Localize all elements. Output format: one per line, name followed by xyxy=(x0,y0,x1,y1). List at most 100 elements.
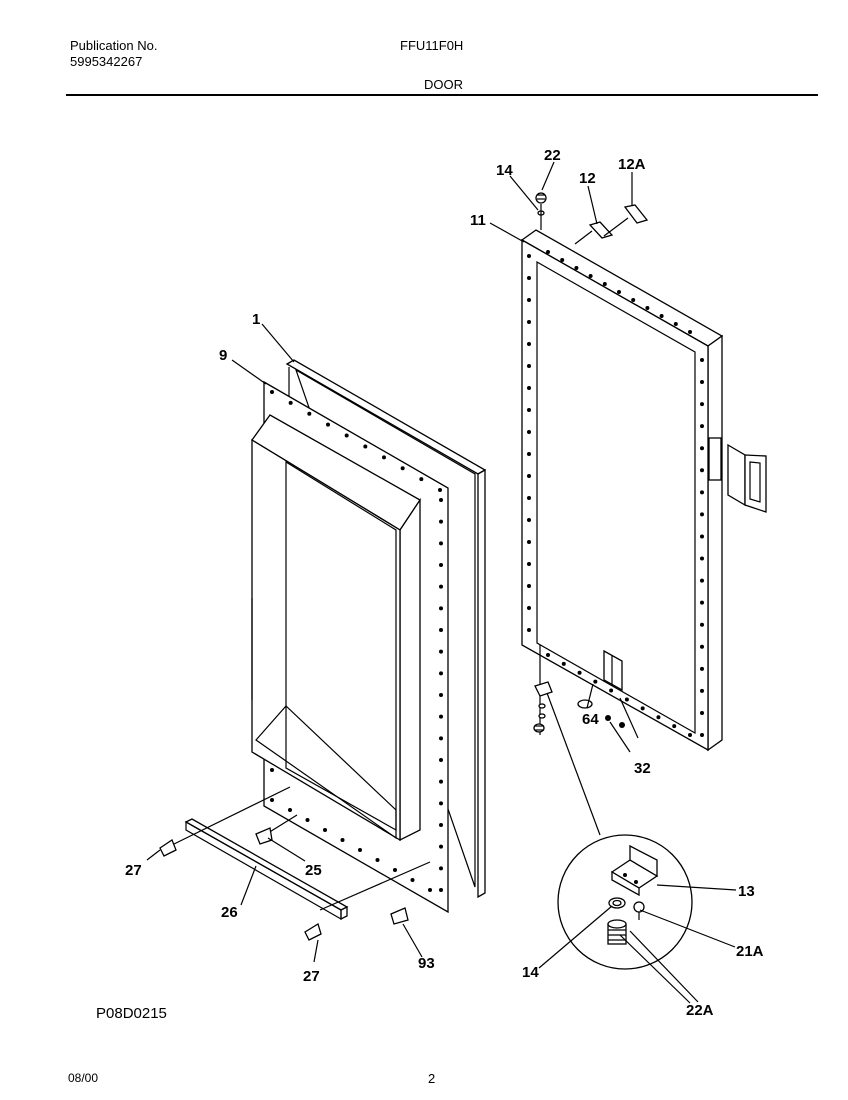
mounting-hole xyxy=(344,433,349,438)
mounting-hole xyxy=(288,400,293,405)
page-number: 2 xyxy=(428,1071,436,1086)
mounting-hole xyxy=(617,290,621,294)
mounting-hole xyxy=(439,844,443,849)
mounting-hole xyxy=(659,314,664,318)
inner-door-liner xyxy=(251,380,449,914)
mounting-hole xyxy=(527,562,531,566)
callout-14-top: 14 xyxy=(496,162,513,179)
mounting-hole xyxy=(700,358,704,362)
callout-22a: 22A xyxy=(686,1002,714,1019)
mounting-hole xyxy=(700,490,704,495)
mounting-hole xyxy=(546,653,550,657)
callout-25: 25 xyxy=(305,862,322,879)
mounting-hole xyxy=(588,274,593,278)
mounting-hole xyxy=(439,519,443,524)
footer-date: 08/00 xyxy=(68,1071,99,1085)
mounting-hole xyxy=(527,364,531,368)
door-labels-12-12a xyxy=(574,204,649,245)
mounting-hole xyxy=(439,801,443,806)
mounting-hole xyxy=(700,446,704,451)
mounting-hole xyxy=(527,430,531,434)
mounting-hole xyxy=(393,868,397,872)
mounting-hole xyxy=(700,600,704,605)
mounting-hole xyxy=(700,380,704,385)
model-number: FFU11F0H xyxy=(400,38,464,53)
mounting-hole xyxy=(439,498,443,502)
mounting-hole xyxy=(439,671,443,676)
mounting-hole xyxy=(527,584,531,588)
mounting-hole xyxy=(631,298,636,302)
mounting-hole xyxy=(602,282,607,286)
mounting-hole xyxy=(439,823,443,827)
bottom-hinge-parts xyxy=(533,645,625,836)
mounting-hole xyxy=(439,866,443,871)
mounting-hole xyxy=(656,715,661,720)
mounting-hole xyxy=(700,666,704,671)
mounting-hole xyxy=(700,468,704,473)
mounting-hole xyxy=(527,342,531,346)
mounting-hole xyxy=(527,518,531,522)
mounting-hole xyxy=(577,670,582,675)
section-title: DOOR xyxy=(424,77,463,92)
mounting-hole xyxy=(700,578,704,583)
header-divider xyxy=(66,94,818,96)
mounting-hole xyxy=(419,477,424,482)
mounting-hole xyxy=(700,688,704,693)
mounting-hole xyxy=(439,649,443,654)
mounting-hole xyxy=(358,848,362,852)
callout-14-detail: 14 xyxy=(522,964,539,981)
mounting-hole xyxy=(700,710,704,715)
top-hinge-parts xyxy=(535,192,547,230)
callout-22-top: 22 xyxy=(544,147,561,164)
mounting-hole xyxy=(439,563,443,567)
mounting-hole xyxy=(672,724,677,729)
mounting-hole xyxy=(270,390,274,394)
mounting-hole xyxy=(688,733,692,737)
callout-64: 64 xyxy=(582,711,599,728)
callout-12: 12 xyxy=(579,170,596,187)
kick-plate xyxy=(169,786,431,921)
mounting-hole xyxy=(700,534,704,539)
mounting-hole xyxy=(527,408,531,412)
mounting-hole xyxy=(375,858,380,862)
mounting-hole xyxy=(307,411,312,416)
callout-27-top: 27 xyxy=(125,862,142,879)
callout-27-bottom: 27 xyxy=(303,968,320,985)
mounting-hole xyxy=(561,661,566,666)
outer-door-panel xyxy=(520,229,767,752)
mounting-hole xyxy=(700,622,704,627)
mounting-hole xyxy=(438,488,442,492)
mounting-hole xyxy=(700,556,704,561)
mounting-hole xyxy=(700,402,704,407)
mounting-hole xyxy=(305,818,310,822)
mounting-hole xyxy=(624,697,629,702)
mounting-hole xyxy=(673,322,678,326)
screws xyxy=(159,827,409,941)
callout-93: 93 xyxy=(418,955,435,972)
mounting-hole xyxy=(439,758,443,762)
mounting-hole xyxy=(382,455,386,460)
callout-1: 1 xyxy=(252,311,260,328)
mounting-hole xyxy=(439,584,443,589)
mounting-hole xyxy=(439,736,443,741)
mounting-hole xyxy=(439,888,443,892)
mounting-hole xyxy=(527,320,531,324)
callout-26: 26 xyxy=(221,904,238,921)
mounting-hole xyxy=(609,688,614,693)
mounting-hole xyxy=(326,422,330,427)
mounting-hole xyxy=(439,693,443,697)
mounting-hole xyxy=(527,386,531,390)
mounting-hole xyxy=(410,878,415,882)
mounting-hole xyxy=(288,808,292,812)
mounting-hole xyxy=(400,466,405,471)
mounting-hole xyxy=(323,828,327,832)
callout-21a: 21A xyxy=(736,943,764,960)
mounting-hole xyxy=(439,779,443,784)
mounting-hole xyxy=(574,266,579,270)
figure-id: P08D0215 xyxy=(96,1005,167,1022)
mounting-hole xyxy=(527,540,531,544)
mounting-hole xyxy=(439,541,443,546)
callout-11: 11 xyxy=(470,212,486,229)
mounting-hole xyxy=(270,798,274,802)
